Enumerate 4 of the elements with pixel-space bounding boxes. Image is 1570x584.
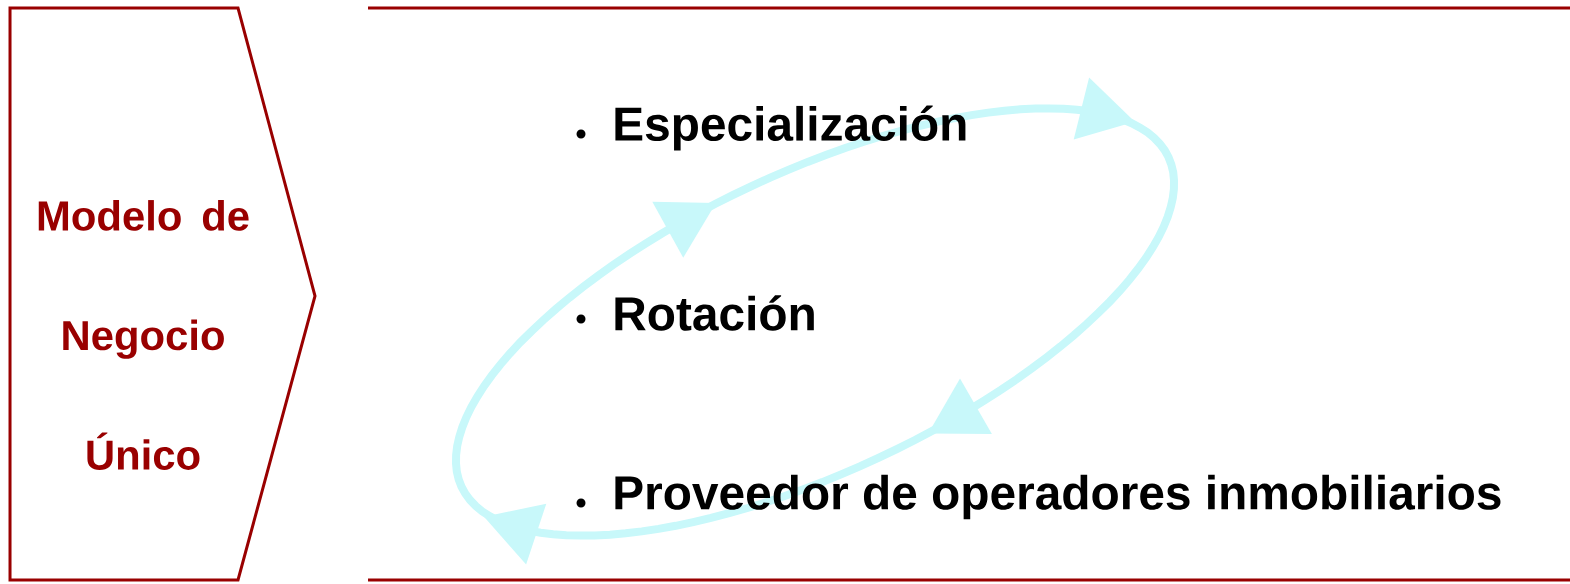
bullet-text: Rotación [615, 295, 814, 331]
bullet-text: Especialización [615, 105, 966, 151]
bullet-text: Proveedor de operadores inmobiliarios [615, 474, 1501, 520]
chevron-box: Modelo de Negocio Único [8, 6, 317, 582]
